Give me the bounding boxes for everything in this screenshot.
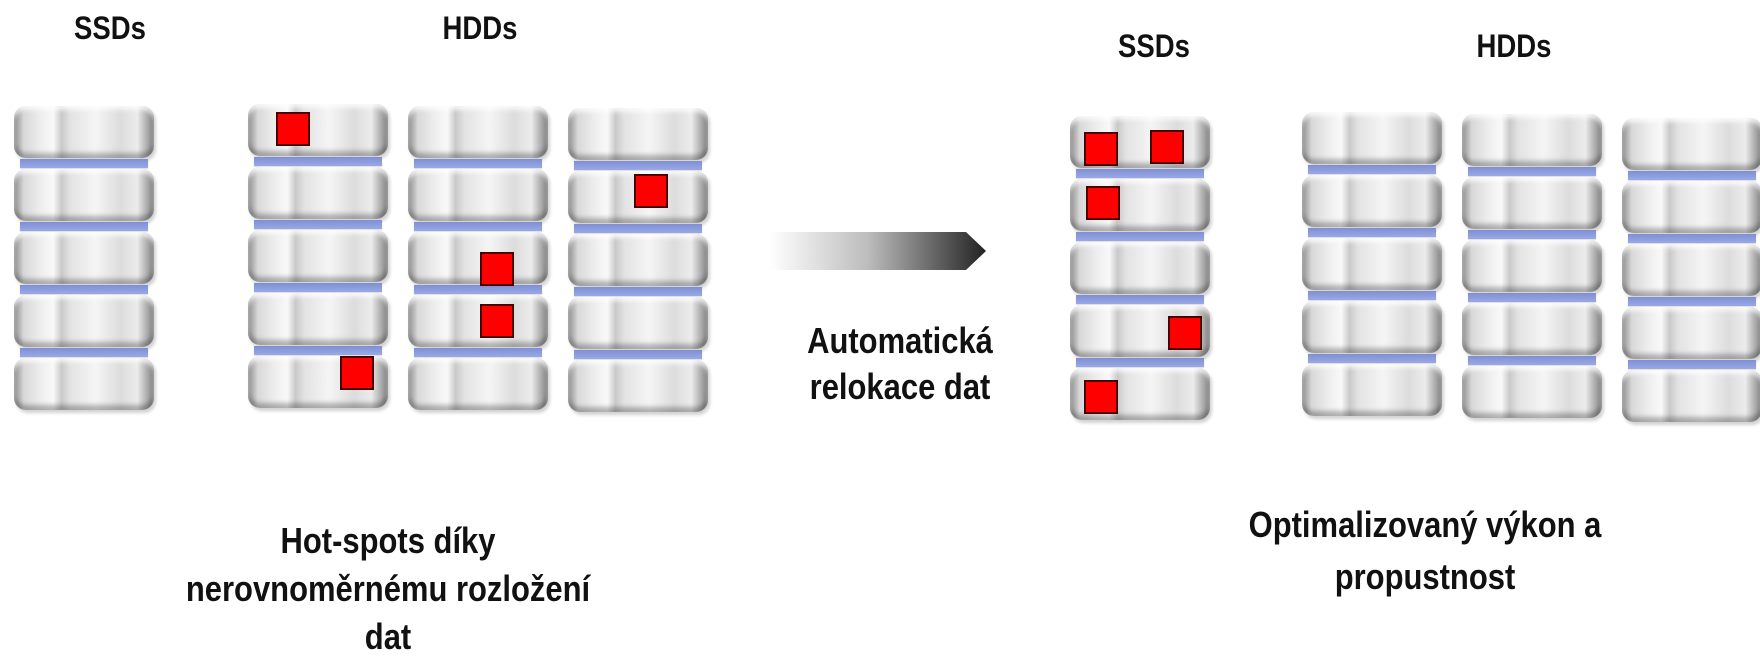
hot-spot-block — [1168, 316, 1202, 350]
disk-separator — [574, 161, 702, 170]
disk-separator — [1076, 295, 1204, 304]
left-hdd-stack-2 — [408, 106, 548, 426]
disk-platter — [14, 106, 154, 158]
disk-platter — [1462, 114, 1602, 166]
disk-separator — [254, 283, 382, 292]
disk-separator — [1628, 234, 1756, 243]
hot-spot-block — [1150, 130, 1184, 164]
right-caption-line-1: Optimalizovaný výkon a — [1248, 504, 1602, 545]
disk-platter — [1302, 175, 1442, 227]
disk-separator — [1076, 358, 1204, 367]
disk-platter — [408, 106, 548, 158]
right-ssd-heading: SSDs — [1118, 28, 1190, 64]
disk-separator — [414, 285, 542, 294]
disk-platter — [248, 104, 388, 156]
disk-separator — [1076, 169, 1204, 178]
left-hdd-stack-3 — [568, 108, 708, 428]
disk-separator — [254, 220, 382, 229]
right-hdd-stack-3 — [1622, 118, 1760, 438]
disk-platter — [248, 293, 388, 345]
disk-separator — [1308, 291, 1436, 300]
disk-platter — [1462, 366, 1602, 418]
disk-separator — [1468, 167, 1596, 176]
disk-platter — [248, 230, 388, 282]
disk-platter — [14, 232, 154, 284]
disk-platter — [1462, 240, 1602, 292]
disk-separator — [1628, 171, 1756, 180]
left-caption-line-3: dat — [364, 616, 412, 657]
disk-separator — [1628, 360, 1756, 369]
disk-platter — [568, 360, 708, 412]
relocation-arrow-icon — [770, 232, 986, 270]
left-ssd-stack — [14, 106, 154, 426]
disk-platter — [1622, 244, 1760, 296]
hot-spot-block — [634, 174, 668, 208]
hot-spot-block — [1086, 186, 1120, 220]
right-hdd-stack-1 — [1302, 112, 1442, 432]
disk-separator — [20, 159, 148, 168]
disk-separator — [1308, 228, 1436, 237]
disk-separator — [254, 346, 382, 355]
disk-platter — [408, 295, 548, 347]
disk-separator — [1308, 354, 1436, 363]
disk-platter — [1622, 307, 1760, 359]
disk-separator — [414, 159, 542, 168]
right-hdd-heading: HDDs — [1476, 28, 1552, 64]
disk-platter — [1302, 112, 1442, 164]
disk-separator — [574, 350, 702, 359]
left-hdd-stack-1 — [248, 104, 388, 424]
disk-separator — [1468, 356, 1596, 365]
disk-separator — [414, 222, 542, 231]
disk-platter — [1622, 181, 1760, 233]
disk-platter — [1302, 301, 1442, 353]
disk-separator — [20, 348, 148, 357]
disk-platter — [14, 358, 154, 410]
disk-platter — [1302, 238, 1442, 290]
disk-separator — [574, 224, 702, 233]
relocation-caption-line-2: relokace dat — [809, 366, 991, 407]
disk-platter — [408, 169, 548, 221]
disk-platter — [568, 297, 708, 349]
disk-separator — [1308, 165, 1436, 174]
disk-separator — [254, 157, 382, 166]
hot-spot-block — [480, 304, 514, 338]
hot-spot-block — [1084, 380, 1118, 414]
disk-platter — [568, 234, 708, 286]
right-hdd-stack-2 — [1462, 114, 1602, 434]
left-caption-line-2: nerovnoměrnému rozložení — [185, 568, 591, 609]
disk-platter — [1462, 303, 1602, 355]
left-caption-line-1: Hot-spots díky — [280, 520, 496, 561]
right-caption-line-2: propustnost — [1334, 556, 1516, 597]
disk-platter — [408, 358, 548, 410]
hot-spot-block — [340, 356, 374, 390]
disk-platter — [1622, 370, 1760, 422]
disk-separator — [1468, 230, 1596, 239]
disk-platter — [568, 108, 708, 160]
disk-platter — [14, 169, 154, 221]
relocation-caption-line-1: Automatická — [807, 320, 993, 361]
left-ssd-heading: SSDs — [74, 10, 146, 46]
disk-platter — [248, 167, 388, 219]
right-ssd-stack — [1070, 116, 1210, 436]
left-hdd-heading: HDDs — [442, 10, 518, 46]
disk-platter — [1462, 177, 1602, 229]
disk-separator — [20, 285, 148, 294]
disk-platter — [1302, 364, 1442, 416]
disk-separator — [1076, 232, 1204, 241]
disk-separator — [414, 348, 542, 357]
hot-spot-block — [480, 252, 514, 286]
disk-separator — [1468, 293, 1596, 302]
disk-platter — [1070, 242, 1210, 294]
hot-spot-block — [1084, 132, 1118, 166]
disk-separator — [574, 287, 702, 296]
disk-platter — [14, 295, 154, 347]
disk-separator — [1628, 297, 1756, 306]
disk-platter — [408, 232, 548, 284]
disk-separator — [20, 222, 148, 231]
disk-platter — [1622, 118, 1760, 170]
hot-spot-block — [276, 112, 310, 146]
